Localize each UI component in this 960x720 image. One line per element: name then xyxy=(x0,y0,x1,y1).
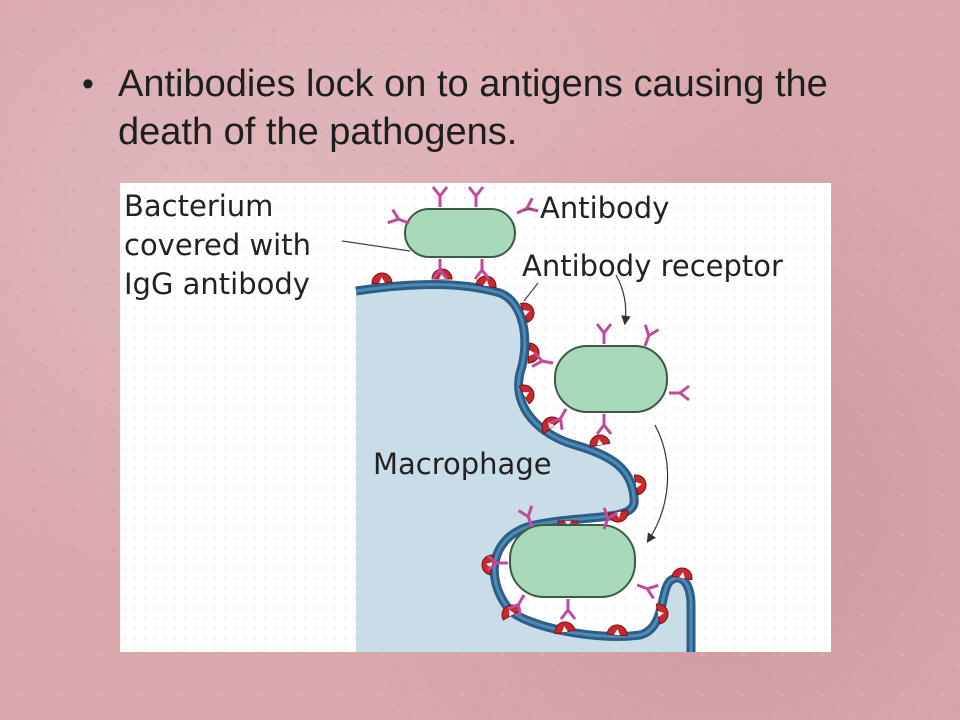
bullet-point: • Antibodies lock on to antigens causing… xyxy=(82,60,882,156)
bacterium-2 xyxy=(530,322,691,436)
macrophage-cell xyxy=(356,284,691,652)
bacterium-1 xyxy=(386,185,540,281)
receptor-leader-line xyxy=(523,282,539,302)
bullet-dot-icon: • xyxy=(82,65,94,103)
movement-arrow-1 xyxy=(615,274,631,326)
bacterium-label-line2: covered with xyxy=(124,228,311,262)
antibody-leader-line xyxy=(523,207,533,212)
bacterium-3 xyxy=(486,504,660,621)
bacterium-leader-line xyxy=(341,240,411,252)
macrophage-label: Macrophage xyxy=(373,447,552,481)
bullet-text: Antibodies lock on to antigens causing t… xyxy=(118,63,828,153)
antibody-label: Antibody xyxy=(540,191,669,225)
phagocytosis-diagram: Bacterium covered with IgG antibody Anti… xyxy=(120,183,831,652)
bacterium-label-line1: Bacterium xyxy=(124,189,273,223)
antibody-receptor-label: Antibody receptor xyxy=(522,249,783,283)
movement-arrow-2 xyxy=(646,424,669,543)
bacterium-label-line3: IgG antibody xyxy=(124,267,310,301)
